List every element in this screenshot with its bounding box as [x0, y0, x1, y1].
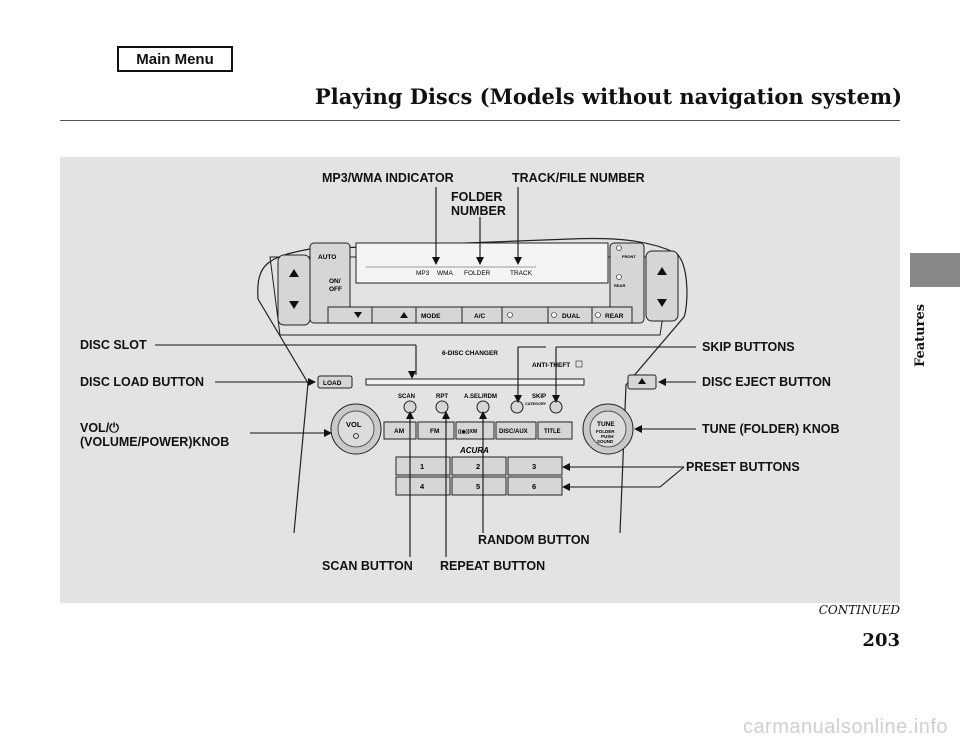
display-folder: FOLDER [464, 270, 491, 277]
console-outline-left [257, 298, 309, 534]
skip-button-label: SKIP [532, 394, 546, 400]
rear-defrost-label: REAR [614, 283, 625, 288]
brand-logo: ACURA [459, 446, 489, 455]
callout-vol-power-line2: (VOLUME/POWER)KNOB [80, 435, 230, 449]
page-title: Playing Discs (Models without navigation… [314, 84, 902, 109]
radio-panel-diagram: AUTO ON/ OFF MP3 WMA FOLDER TRACK FRONT … [155, 187, 696, 557]
on-off-label-1: ON/ [329, 278, 341, 285]
continued-note: CONTINUED [818, 603, 900, 617]
preset-5-label: 5 [476, 482, 480, 491]
callout-disc-slot: DISC SLOT [80, 338, 147, 352]
rear-button-label: REAR [605, 313, 624, 320]
tune-push-label: PUSH [601, 434, 614, 439]
callout-track-file-number: TRACK/FILE NUMBER [512, 171, 645, 185]
changer-label: 6-DISC CHANGER [442, 350, 498, 357]
xm-button-label: ((◉))XM [458, 429, 477, 435]
callout-folder-number-line2: NUMBER [451, 204, 506, 218]
category-label: CATEGORY [525, 402, 547, 406]
anti-theft-label: ANTI-THEFT [532, 362, 570, 369]
title-rule [60, 120, 900, 121]
callout-folder-number-line1: FOLDER [451, 190, 503, 204]
leader-arrowheads [308, 257, 666, 491]
auto-button-label: AUTO [318, 254, 336, 261]
power-icon: ⏻ [109, 421, 120, 435]
asel-rdm-button-label: A.SEL/RDM [464, 394, 497, 400]
display-track: TRACK [510, 270, 533, 277]
callout-mp3-wma-indicator: MP3/WMA INDICATOR [322, 171, 454, 185]
preset-6-label: 6 [532, 482, 536, 491]
preset-3-label: 3 [532, 462, 536, 471]
display-mp3: MP3 [416, 270, 430, 277]
mode-button-label: MODE [421, 313, 441, 320]
dual-button-label: DUAL [562, 313, 580, 320]
disc-aux-button-label: DISC/AUX [499, 429, 528, 435]
console-outline [257, 237, 688, 534]
section-tab-label: Features [913, 303, 929, 367]
callout-disc-load-button: DISC LOAD BUTTON [80, 375, 205, 389]
callout-preset-buttons: PRESET BUTTONS [686, 460, 800, 474]
display-wma: WMA [437, 270, 454, 277]
front-defrost-label: FRONT [622, 254, 636, 259]
callout-scan-button: SCAN BUTTON [322, 559, 413, 573]
on-off-label-2: OFF [329, 286, 342, 293]
callout-random-button: RANDOM BUTTON [478, 533, 590, 547]
radio-panel-figure: AUTO ON/ OFF MP3 WMA FOLDER TRACK FRONT … [60, 157, 900, 603]
section-tab-marker [910, 253, 960, 287]
leader-lines [155, 187, 696, 557]
ac-button-label: A/C [474, 313, 486, 320]
tune-sound-label: SOUND [597, 439, 614, 444]
fm-button-label: FM [430, 428, 439, 435]
callout-tune-folder-knob: TUNE (FOLDER) KNOB [702, 422, 840, 436]
callout-repeat-button: REPEAT BUTTON [440, 559, 546, 573]
main-menu-button[interactable]: Main Menu [117, 46, 233, 72]
callout-vol-power-line1: VOL/⏻ [80, 421, 120, 435]
load-button-label: LOAD [323, 380, 342, 387]
am-button-label: AM [394, 428, 404, 435]
rpt-button-label: RPT [436, 394, 448, 400]
tune-folder-label: FOLDER [596, 429, 615, 434]
preset-1-label: 1 [420, 462, 424, 471]
page-number: 203 [862, 630, 900, 651]
tune-knob-label: TUNE [597, 421, 615, 428]
callout-disc-eject-button: DISC EJECT BUTTON [702, 375, 831, 389]
preset-4-label: 4 [420, 482, 425, 491]
scan-button-label: SCAN [398, 394, 415, 400]
preset-2-label: 2 [476, 462, 480, 471]
title-button-label: TITLE [544, 429, 561, 435]
vol-knob-label: VOL [346, 420, 362, 429]
watermark: carmanualsonline.info [742, 716, 948, 738]
callout-skip-buttons: SKIP BUTTONS [702, 340, 795, 354]
